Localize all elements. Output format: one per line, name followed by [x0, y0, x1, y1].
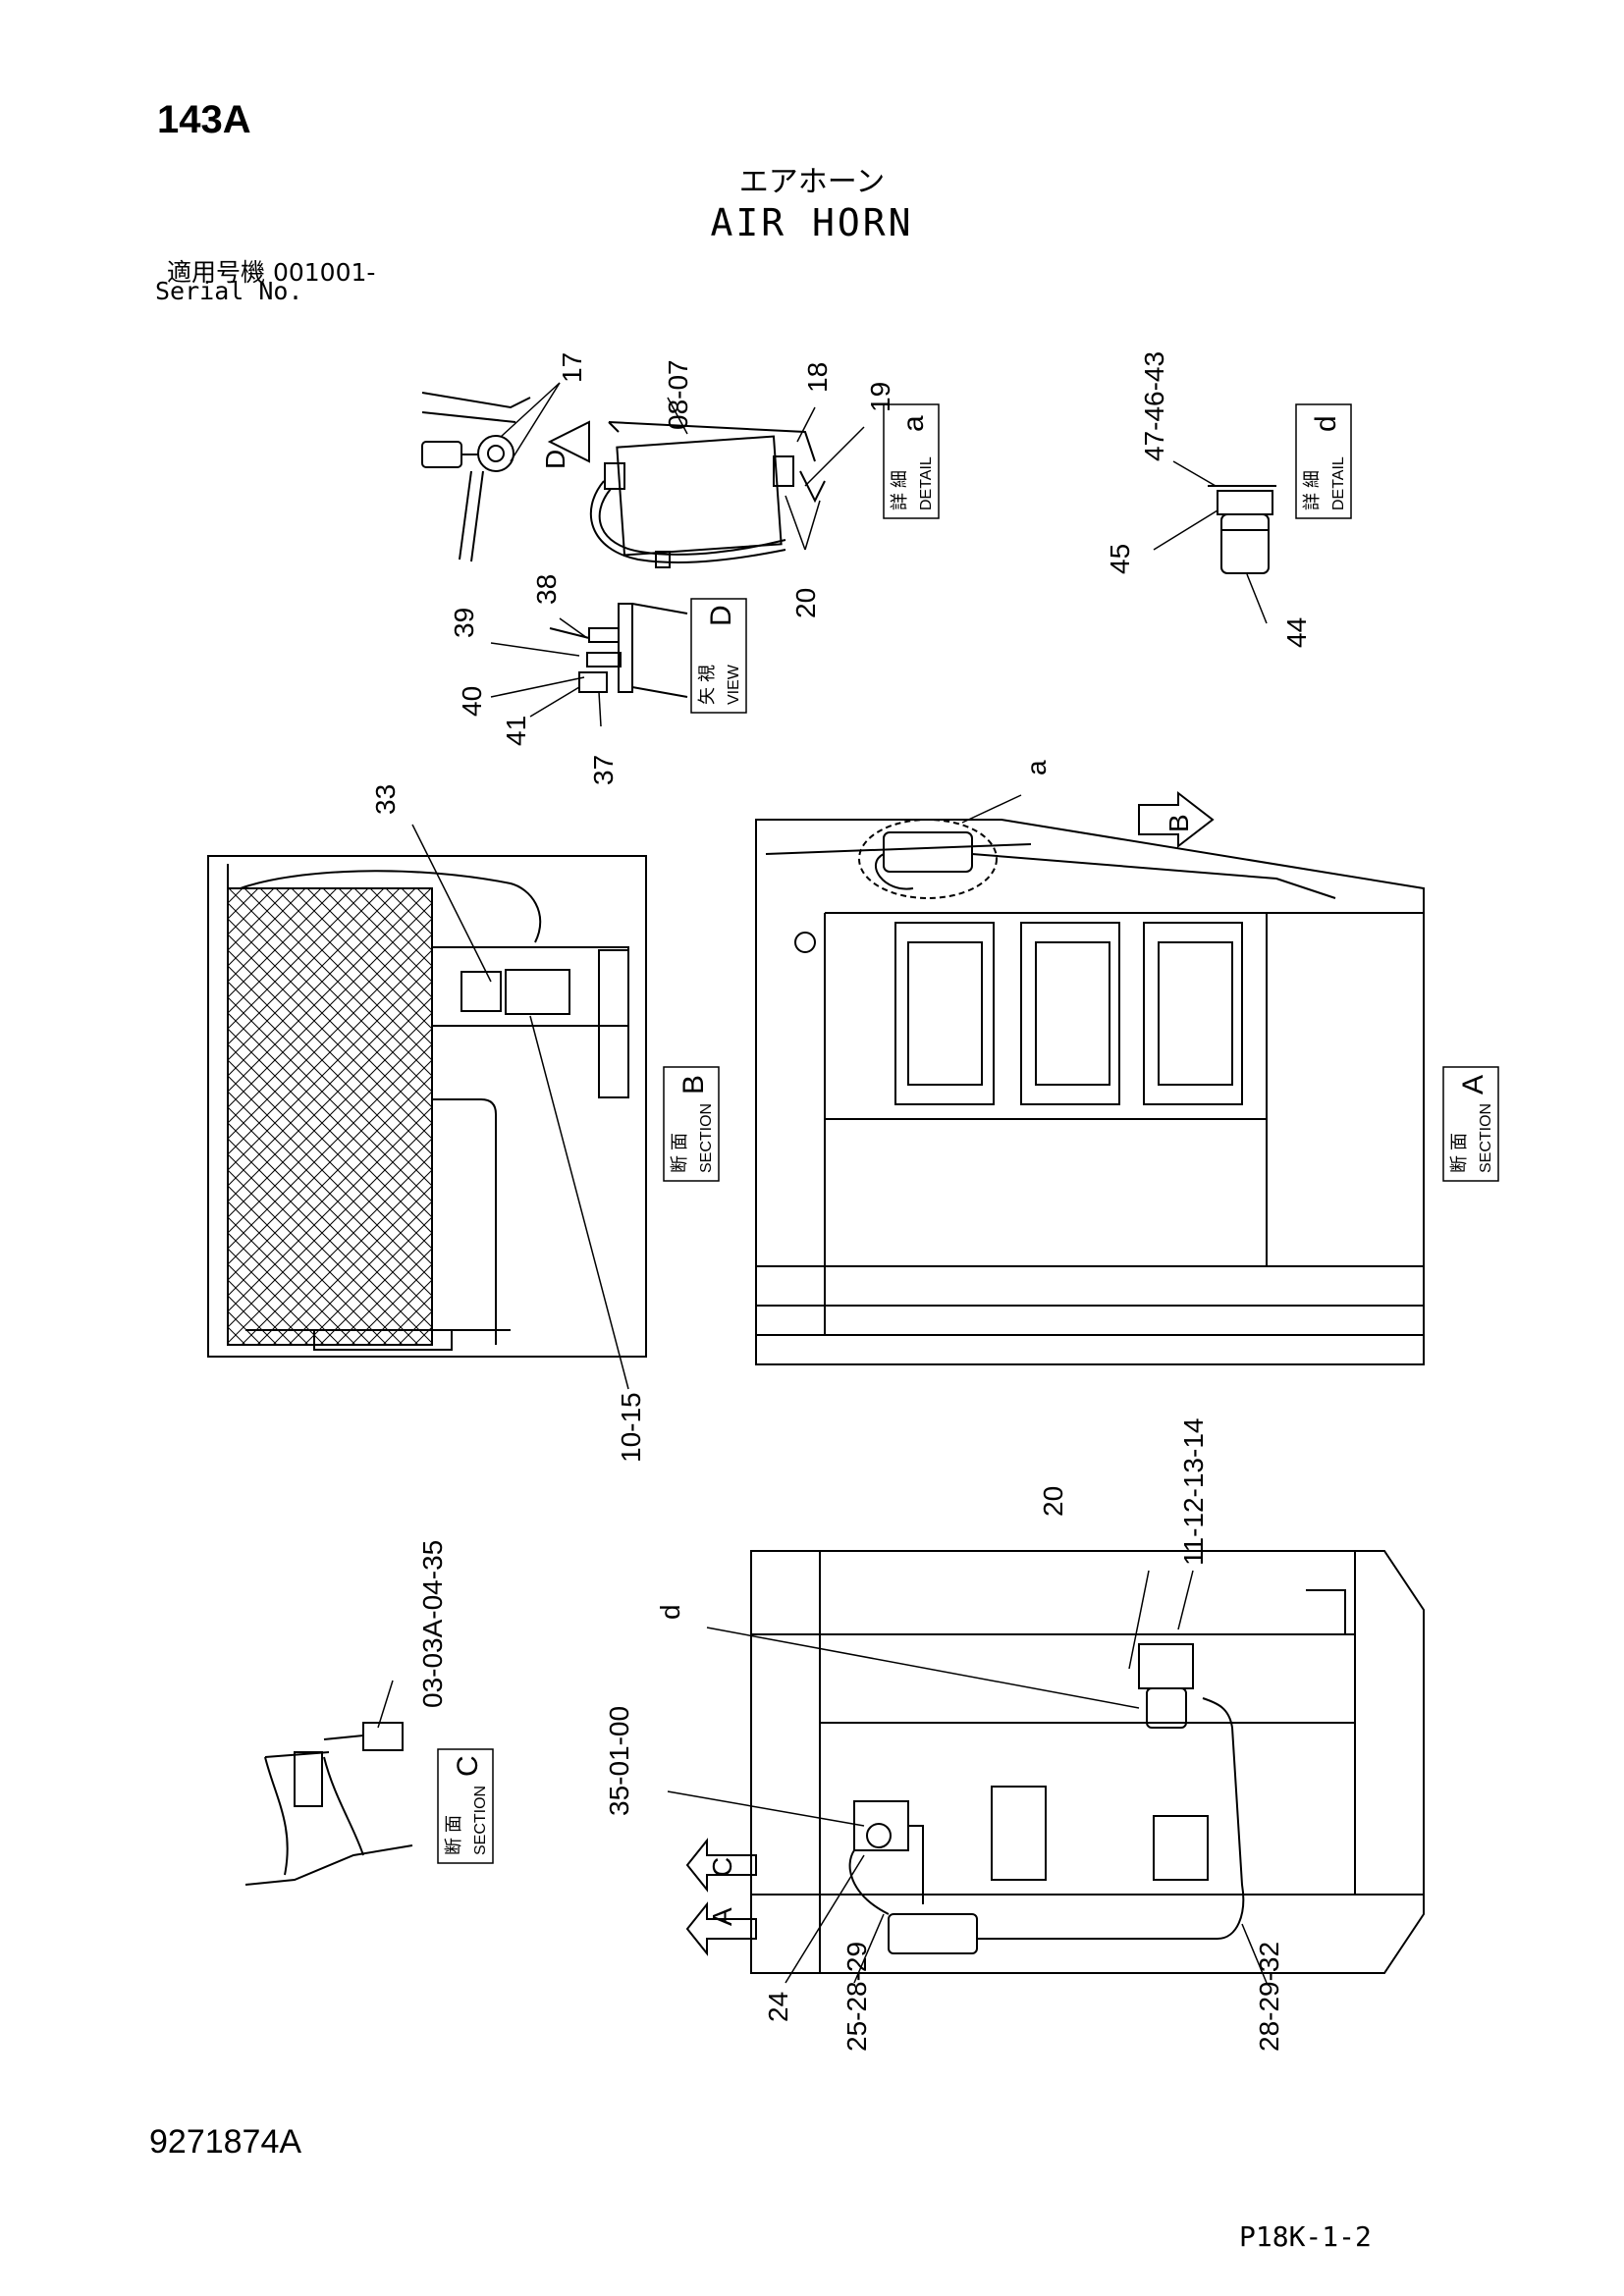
callout-47-46-43: 47-46-43	[1139, 351, 1169, 461]
callout-d: d	[655, 1604, 685, 1620]
detail-d-letter: d	[1310, 415, 1342, 432]
detail-d-drawing	[1208, 485, 1276, 574]
callout-20-top: 20	[790, 588, 821, 618]
detail-a-drawing	[421, 392, 826, 568]
section-b-box: 断 面 SECTION B	[663, 1066, 720, 1182]
callout-C: C	[707, 1857, 737, 1877]
view-d-drawing	[549, 603, 688, 698]
callout-10-15: 10-15	[616, 1392, 646, 1463]
serial-label: Serial No.	[155, 277, 303, 305]
callout-11-12-13-14: 11-12-13-14	[1178, 1418, 1209, 1566]
section-b-jp: 断 面	[670, 1133, 689, 1173]
callout-28-29-32: 28-29-32	[1254, 1942, 1284, 2052]
callout-18: 18	[802, 362, 833, 393]
leader-lines	[377, 382, 1268, 1984]
callout-a: a	[1021, 760, 1052, 775]
view-d-jp: 矢 視	[697, 665, 717, 705]
callout-B: B	[1164, 814, 1194, 832]
callout-44: 44	[1281, 617, 1312, 648]
section-a-letter: A	[1457, 1075, 1489, 1095]
callout-35-01-00: 35-01-00	[604, 1706, 634, 1816]
callout-40: 40	[457, 686, 487, 717]
detail-a-box: 詳 細 DETAIL a	[883, 403, 940, 519]
callout-A: A	[707, 1907, 737, 1926]
drawing-part-number: 9271874A	[149, 2123, 302, 2161]
section-c-jp: 断 面	[444, 1815, 463, 1855]
section-c-drawing	[244, 1722, 413, 1886]
section-b-drawing	[207, 855, 647, 1358]
section-a-jp: 断 面	[1449, 1133, 1469, 1173]
callout-24: 24	[763, 1992, 793, 2022]
callout-19: 19	[865, 382, 895, 412]
section-a-box: 断 面 SECTION A	[1442, 1066, 1499, 1182]
page-reference: P18K-1-2	[1239, 2220, 1372, 2253]
section-b-letter: B	[677, 1075, 710, 1095]
section-c-en: SECTION	[472, 1786, 489, 1855]
detail-d-en: DETAIL	[1330, 456, 1347, 510]
callout-41: 41	[501, 716, 531, 746]
callout-03-03A-04-35: 03-03A-04-35	[417, 1540, 448, 1708]
section-c-letter: C	[452, 1755, 484, 1777]
detail-a-letter: a	[897, 415, 930, 432]
callout-D: D	[540, 450, 570, 469]
callout-45: 45	[1105, 544, 1135, 574]
title-japanese: エアホーン	[738, 165, 886, 199]
callout-08-07: 08-07	[663, 359, 693, 430]
callout-20-mid: 20	[1038, 1486, 1068, 1517]
page-code: 143A	[157, 98, 251, 141]
callout-25-28-29: 25-28-29	[841, 1942, 872, 2052]
plan-view-drawing	[685, 1550, 1425, 1974]
section-a-drawing	[755, 790, 1425, 1365]
callout-38: 38	[531, 574, 562, 605]
callout-17: 17	[557, 352, 587, 383]
page-title: AIR HORN	[710, 201, 914, 244]
section-a-en: SECTION	[1478, 1103, 1494, 1173]
callout-39: 39	[449, 608, 479, 638]
detail-d-box: 詳 細 DETAIL d	[1295, 403, 1352, 519]
detail-d-jp: 詳 細	[1302, 470, 1322, 510]
section-c-box: 断 面 SECTION C	[437, 1748, 494, 1864]
callout-37: 37	[588, 755, 619, 785]
view-d-box: 矢 視 VIEW D	[690, 598, 747, 714]
section-b-en: SECTION	[698, 1103, 715, 1173]
view-d-letter: D	[705, 605, 737, 626]
detail-a-jp: 詳 細	[890, 470, 909, 510]
detail-a-en: DETAIL	[918, 456, 935, 510]
callout-33: 33	[370, 784, 401, 815]
serial-label-japanese: 適用号機 001001-	[167, 258, 376, 287]
view-d-en: VIEW	[726, 664, 742, 705]
